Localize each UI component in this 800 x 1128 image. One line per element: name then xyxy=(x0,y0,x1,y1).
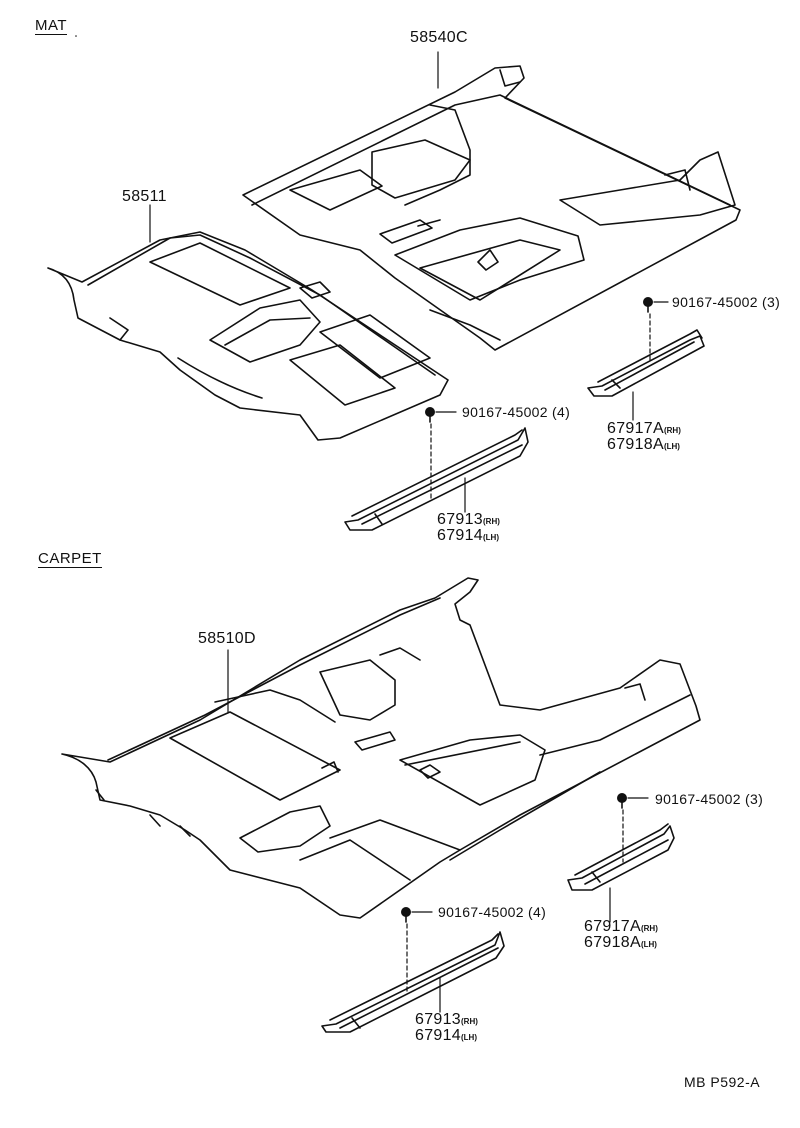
clip-part-number: 90167-45002 xyxy=(655,791,741,807)
clip-quantity: (3) xyxy=(745,791,764,807)
clip-label-carpet-right: 90167-45002 (3) xyxy=(655,790,763,808)
front-scuff-plate-carpet xyxy=(321,931,505,1033)
floor-carpet-58510d xyxy=(61,577,701,919)
clip-part-number: 90167-45002 xyxy=(438,904,524,920)
part-number: 67913 xyxy=(415,1011,461,1028)
part-number: 67914 xyxy=(437,527,483,544)
side-marker: (RH) xyxy=(483,517,500,526)
section-heading-mat: MAT xyxy=(35,17,68,35)
clip-90167-mat-left xyxy=(424,406,466,513)
part-number: 67918A xyxy=(584,934,641,951)
side-marker: (RH) xyxy=(461,1017,478,1026)
clip-quantity: (4) xyxy=(528,904,547,920)
clip-label-carpet-left: 90167-45002 (4) xyxy=(438,903,546,921)
clip-90167-carpet-left xyxy=(400,906,441,1013)
clip-part-number: 90167-45002 xyxy=(672,294,758,310)
clip-90167-mat-right xyxy=(632,296,669,421)
part-number-67917a: 67917A(RH) xyxy=(607,420,681,440)
part-number-58540c: 58540C xyxy=(410,29,468,46)
part-number: 67914 xyxy=(415,1027,461,1044)
front-floor-mat-58511 xyxy=(47,231,449,441)
part-number: 67913 xyxy=(437,511,483,528)
rear-scuff-plate-mat xyxy=(587,329,705,397)
clip-label-mat-left: 90167-45002 (4) xyxy=(462,403,570,421)
side-marker: (RH) xyxy=(640,924,658,933)
rear-floor-mat-58540c xyxy=(242,65,741,351)
side-marker: (RH) xyxy=(663,426,681,435)
part-number-58511: 58511 xyxy=(122,188,167,205)
part-number-67917a-carpet: 67917A(RH) xyxy=(584,918,658,938)
part-number: 67918A xyxy=(607,436,664,453)
side-marker: (LH) xyxy=(640,940,657,949)
part-number-67918a-carpet: 67918A(LH) xyxy=(584,934,657,954)
part-number-67918a: 67918A(LH) xyxy=(607,436,680,456)
part-number-67914: 67914(LH) xyxy=(437,527,499,547)
section-heading-carpet: CARPET xyxy=(38,550,102,568)
part-number: 67917A xyxy=(607,420,664,437)
front-scuff-plate-mat xyxy=(344,427,529,531)
side-marker: (LH) xyxy=(483,533,499,542)
side-marker: (LH) xyxy=(663,442,680,451)
figure-code: MB P592-A xyxy=(684,1074,761,1090)
clip-quantity: (4) xyxy=(552,404,571,420)
clip-label-mat-right: 90167-45002 (3) xyxy=(672,293,780,311)
clip-90167-carpet-right xyxy=(609,792,649,923)
clip-part-number: 90167-45002 xyxy=(462,404,548,420)
part-number-67913: 67913(RH) xyxy=(437,511,500,531)
rear-scuff-plate-carpet xyxy=(567,823,675,891)
part-number-67914-carpet: 67914(LH) xyxy=(415,1027,477,1047)
clip-quantity: (3) xyxy=(762,294,781,310)
side-marker: (LH) xyxy=(461,1033,477,1042)
part-number: 67917A xyxy=(584,918,641,935)
part-number-67913-carpet: 67913(RH) xyxy=(415,1011,478,1031)
part-number-58510d: 58510D xyxy=(198,630,256,647)
